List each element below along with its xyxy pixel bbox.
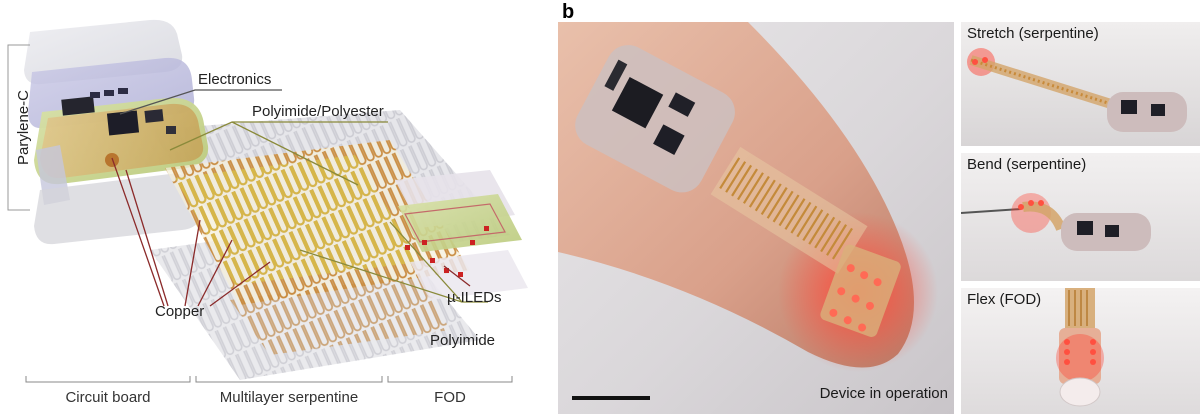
scale-bar	[572, 396, 650, 400]
section-multilayer-serpentine: Multilayer serpentine	[219, 389, 359, 406]
finger-illustration	[558, 22, 938, 372]
caption-stretch: Stretch (serpentine)	[967, 25, 1099, 42]
polyimide-serpentine-layer	[175, 155, 420, 285]
photo-fod	[820, 244, 901, 337]
label-electronics: Electronics	[198, 71, 272, 88]
stretch-illustration	[967, 48, 1187, 132]
label-copper: Copper	[155, 303, 205, 320]
photo-circuit-block	[575, 45, 735, 193]
photo-serpentine	[710, 146, 868, 274]
flex-photo: Flex (FOD)	[961, 288, 1200, 414]
section-fod: FOD	[434, 389, 466, 406]
parylene-bracket	[7, 44, 30, 211]
caption-device-in-operation: Device in operation	[819, 385, 948, 402]
section-circuit-board: Circuit board	[65, 389, 151, 406]
bend-photo: Bend (serpentine)	[961, 153, 1200, 281]
copper-bottom-traces	[230, 275, 450, 355]
circuit-board-layer	[34, 88, 209, 185]
caption-flex: Flex (FOD)	[967, 291, 1042, 308]
flex-illustration	[1056, 288, 1104, 407]
caption-bend: Bend (serpentine)	[967, 156, 1087, 173]
parylene-bottom-layer	[34, 145, 200, 245]
label-polyimide: Polyimide	[430, 332, 496, 349]
leader-lines	[111, 89, 488, 307]
main-device-photo: Device in operation	[558, 22, 954, 414]
exploded-layer-diagram	[7, 19, 528, 383]
label-parylene-c: Parylene-C	[15, 89, 33, 166]
label-polyimide-polyester: Polyimide/Polyester	[252, 103, 384, 120]
stretch-photo: Stretch (serpentine)	[961, 22, 1200, 146]
section-braces	[25, 376, 513, 383]
fod-layers	[395, 170, 528, 300]
micro-led-dots	[405, 226, 489, 277]
label-micro-leds: µ-ILEDs	[447, 289, 502, 306]
panel-letter-b: b	[562, 1, 575, 23]
bend-illustration	[961, 193, 1151, 251]
